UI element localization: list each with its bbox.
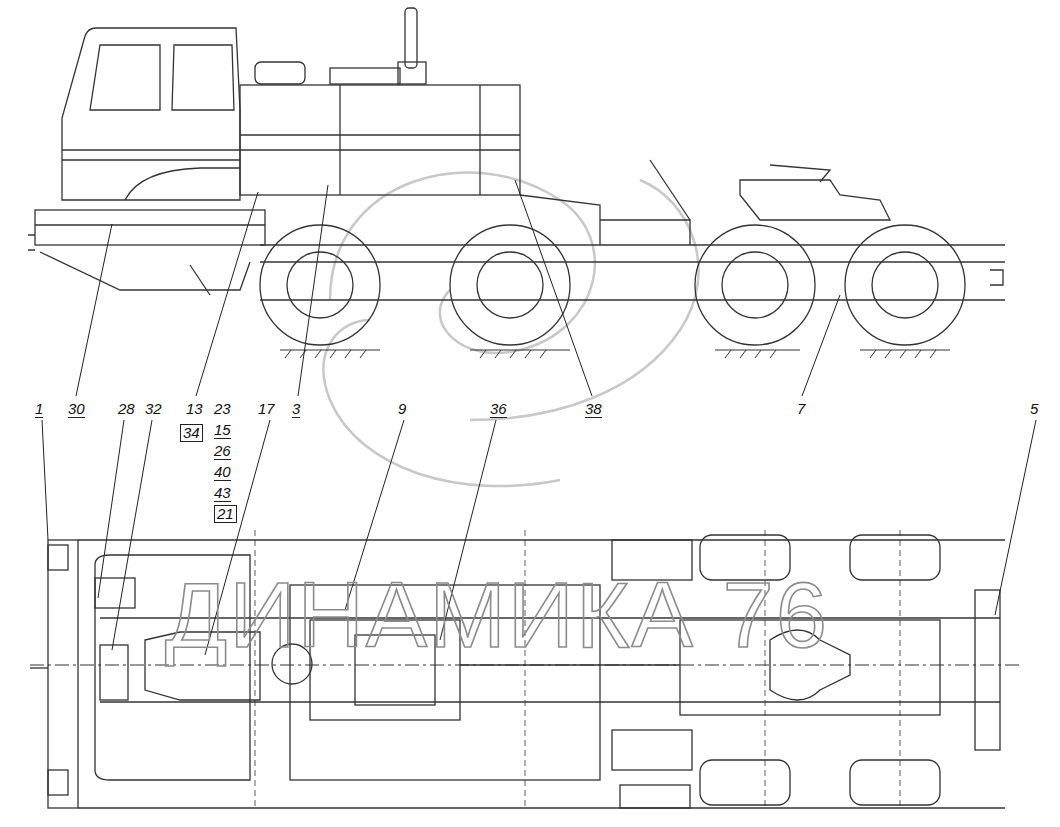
callout-number: 43 — [214, 484, 231, 502]
callout-number: 13 — [186, 400, 203, 417]
logo-watermark — [324, 172, 699, 486]
callout-number: 5 — [1030, 400, 1038, 417]
callout-number: 9 — [398, 400, 406, 417]
wheel-set — [260, 225, 965, 345]
callout-number: 15 — [214, 421, 231, 439]
callout-number: 36 — [490, 400, 507, 418]
callout-number: 38 — [585, 400, 602, 418]
callout-number: 21 — [214, 505, 237, 523]
callout-number: 23 — [214, 400, 231, 417]
callout-number: 7 — [797, 400, 805, 417]
callout-number: 30 — [68, 400, 85, 418]
callout-number: 17 — [258, 400, 275, 417]
top-view — [30, 530, 1020, 810]
callout-number: 32 — [145, 400, 162, 417]
callout-number: 26 — [214, 442, 231, 460]
callout-number: 3 — [292, 400, 300, 418]
callout-number: 40 — [214, 463, 231, 481]
callout-number: 28 — [118, 400, 135, 417]
watermark: ДИНАМИКА 76 — [165, 565, 829, 665]
callout-number: 1 — [35, 400, 43, 418]
callout-number: 34 — [180, 424, 203, 442]
